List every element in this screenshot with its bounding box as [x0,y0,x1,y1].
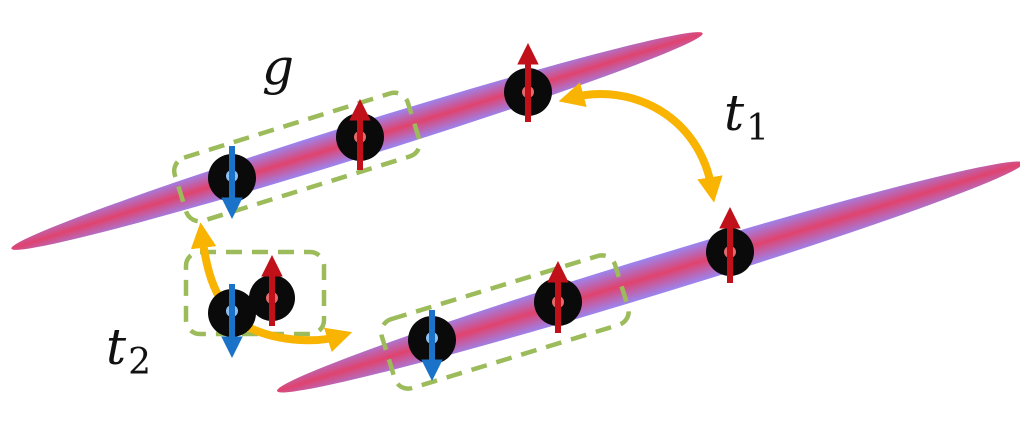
atom-spin-down [408,310,456,381]
atom-spin-up [534,261,582,333]
interaction-box-lower [379,253,631,391]
atom-spin-down [208,284,256,358]
hopping-arrow-t1 [558,82,723,203]
atom-spin-up [249,255,295,326]
atom-spin-up [706,207,754,283]
label-t1: t1 [724,84,769,149]
interaction-box-upper [171,90,423,224]
atom-spin-down [208,146,256,219]
label-t1-main: t [724,84,745,142]
atom-spin-up [504,43,552,122]
atom-spin-up [336,99,384,170]
lower-tube [276,161,1020,393]
label-g: g [262,38,294,96]
label-t1-sub: 1 [746,108,769,149]
label-t2: t2 [106,318,151,383]
label-t2-main: t [106,318,127,376]
label-t2-sub: 2 [128,342,151,383]
